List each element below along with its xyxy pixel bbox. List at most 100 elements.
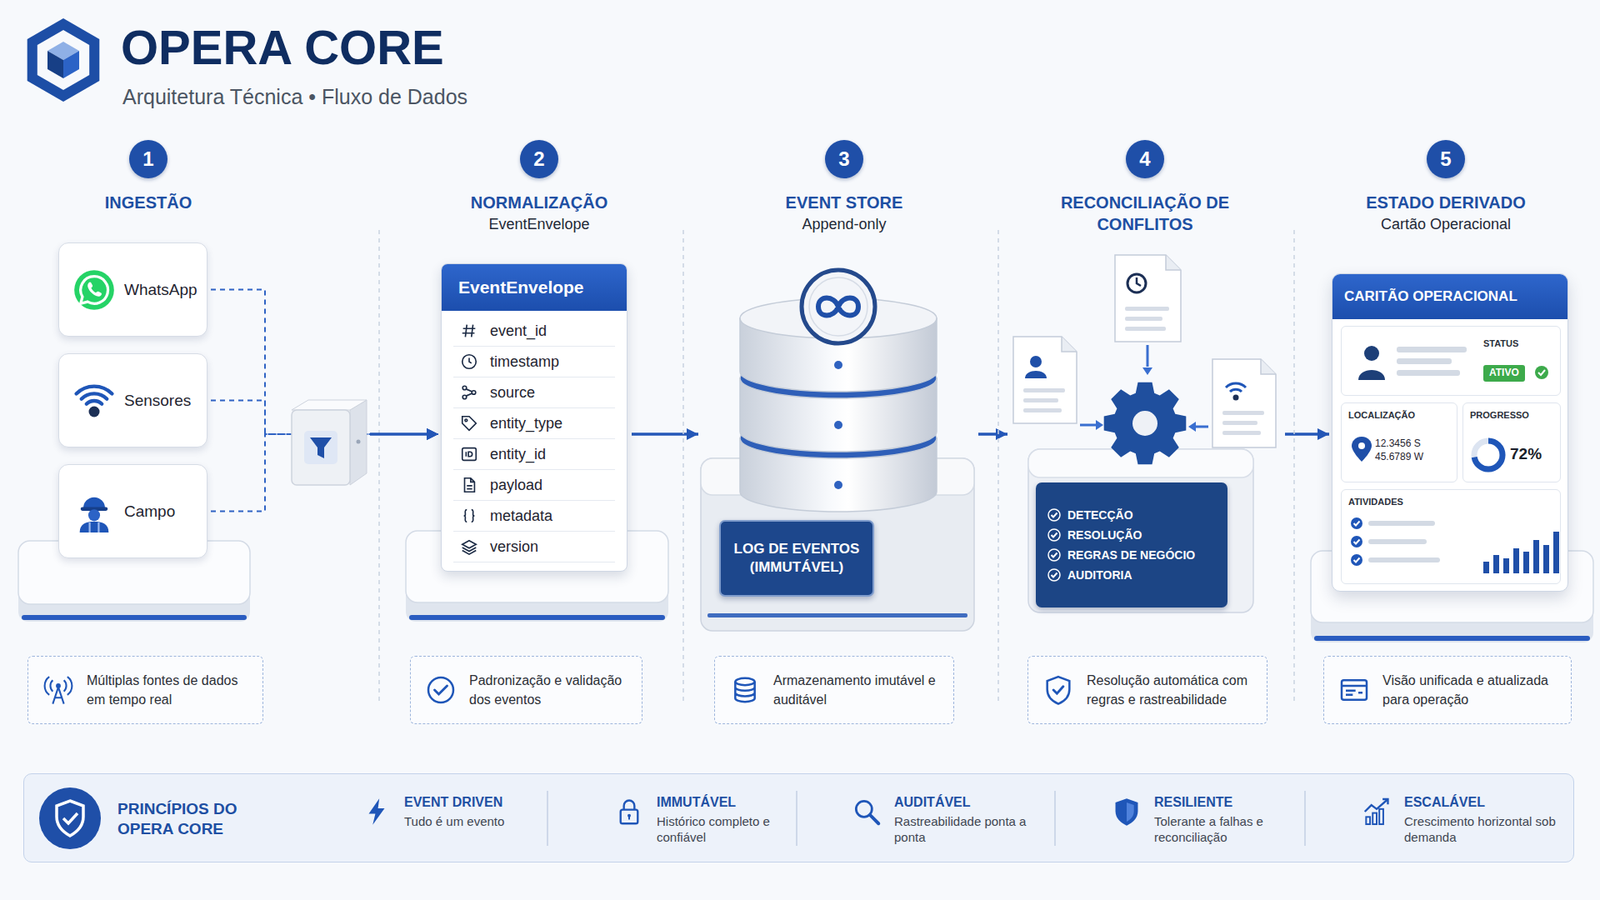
label-text: ATIVIDADES xyxy=(1348,496,1404,507)
event-envelope-card: EventEnvelopeevent_idtimestampsourceenti… xyxy=(440,263,628,572)
reconciliation-illustration xyxy=(1028,449,1254,613)
check-icon xyxy=(1048,509,1060,521)
field-icon xyxy=(462,395,467,400)
column-separators xyxy=(379,230,1295,705)
label-text: Rastreabilidade ponta a ponta xyxy=(894,813,1043,845)
description-box: Armazenamento imutável e auditável xyxy=(714,655,955,725)
band-illustration xyxy=(63,813,78,824)
check-icon xyxy=(1051,513,1058,518)
activity-illustration xyxy=(1350,517,1363,530)
check-icon xyxy=(428,677,454,703)
label-text: PRINCÍPIOS DO OPERA CORE xyxy=(117,799,285,840)
principle-item: RESILIENTETolerante a falhas e reconcili… xyxy=(1104,787,1300,852)
bolt-icon xyxy=(369,798,385,825)
band-illustration xyxy=(24,774,1575,864)
label-text: ATIVO xyxy=(1489,366,1520,379)
field-icon xyxy=(465,478,475,493)
antenna-icon xyxy=(52,687,64,705)
label-text: DETECÇÃO xyxy=(1067,508,1134,522)
reconciliation-illustration xyxy=(1142,367,1153,375)
filter-cube xyxy=(291,410,350,485)
label-text: entity_type xyxy=(490,415,563,433)
logo xyxy=(47,50,64,79)
antenna-icon xyxy=(41,673,75,707)
database-illustration xyxy=(834,480,843,490)
shield-icon xyxy=(1047,676,1070,705)
text-slot: LOCALIZAÇÃO xyxy=(1348,410,1415,420)
label-text: IMMUTÁVEL xyxy=(656,794,783,811)
growth-icon xyxy=(1382,799,1388,805)
text-slot: PRINCÍPIOS DO OPERA CORE xyxy=(117,799,285,840)
label-text: entity_id xyxy=(490,445,546,464)
label-text: 3 xyxy=(838,147,850,171)
field-icon xyxy=(460,414,479,433)
reconciliation-illustration xyxy=(1013,336,1077,424)
text-column: ESCALÁVEL Crescimento horizontal sob dema… xyxy=(1404,794,1560,845)
text-slot: ATIVIDADES xyxy=(1348,496,1404,507)
text-slot: DETECÇÃORESOLUÇÃOREGRAS DE NEGÓCIOAUDITO… xyxy=(1035,482,1228,608)
worker-icon xyxy=(88,509,100,521)
checklist-item: DETECÇÃO xyxy=(1047,508,1216,522)
card-panel: PROGRESSO72% xyxy=(1462,402,1561,483)
field-row: metadata xyxy=(453,500,615,532)
label-text: Visão unificada e atualizada para operaç… xyxy=(1382,670,1558,710)
status-illustration xyxy=(1535,365,1549,380)
field-icon xyxy=(464,510,475,523)
cardicon-icon xyxy=(1341,685,1367,695)
label-text: Padronização e validação dos eventos xyxy=(469,670,629,710)
number-badge: 2 xyxy=(520,140,559,179)
flow-arrow xyxy=(1285,432,1330,436)
label-text: Resolução automática com regras e rastre… xyxy=(1086,670,1254,710)
filter-cube xyxy=(356,440,361,445)
reconciliation-illustration xyxy=(1188,421,1196,432)
field-icon xyxy=(462,355,477,370)
db-icon xyxy=(735,678,755,685)
event-store: LOG DE EVENTOS (IMMUTÁVEL) xyxy=(700,268,975,633)
label-text: event_id xyxy=(490,322,547,340)
filter-outlet-line xyxy=(370,434,434,435)
activity-illustration xyxy=(1354,540,1360,545)
label-text: Tudo é um evento xyxy=(404,813,535,830)
platform xyxy=(409,615,665,620)
filter-cube xyxy=(310,437,332,459)
worker-icon xyxy=(83,496,105,508)
field-row: source xyxy=(453,377,615,409)
search-icon xyxy=(870,815,879,824)
reconciliation-illustration xyxy=(1212,359,1276,448)
growth-icon xyxy=(1379,809,1384,825)
growth-icon xyxy=(1360,795,1393,828)
check-icon xyxy=(1051,533,1058,538)
label-text: Crescimento horizontal sob demanda xyxy=(1404,813,1560,845)
wifi-icon xyxy=(89,405,100,417)
label-text: RECONCILIAÇÃO DE CONFLITOS xyxy=(1036,191,1254,235)
label-text: LOG DE EVENTOS (IMMUTÁVEL) xyxy=(729,540,865,577)
database-illustration xyxy=(834,420,843,430)
label-text: LOCALIZAÇÃO xyxy=(1348,410,1415,420)
shield-icon xyxy=(1053,686,1064,694)
logo xyxy=(27,18,100,102)
number-badge: 5 xyxy=(1426,140,1465,179)
cardicon-icon xyxy=(1337,673,1371,707)
database-illustration xyxy=(801,270,875,344)
card-panel: ATIVIDADES xyxy=(1340,489,1561,585)
column-separators xyxy=(997,230,1000,705)
activity-illustration xyxy=(1368,539,1427,545)
label-text: source xyxy=(490,384,535,402)
wifi-icon xyxy=(72,379,116,423)
label-text: metadata xyxy=(490,507,553,525)
band-illustration xyxy=(39,787,101,850)
activity-illustration xyxy=(1483,561,1490,574)
progress-ring xyxy=(1474,440,1503,470)
label-text: EVENT STORE xyxy=(785,191,904,214)
shield-icon xyxy=(1041,673,1075,707)
label-text: ESTADO DERIVADO xyxy=(1365,191,1526,214)
number-badge: 1 xyxy=(129,140,168,179)
reconciliation-illustration xyxy=(1260,359,1276,375)
whatsapp-icon xyxy=(87,281,102,296)
label-text: CARITÃO OPERACIONAL xyxy=(1344,288,1518,305)
label-text: ESCALÁVEL xyxy=(1404,794,1560,811)
database-illustration xyxy=(809,277,868,336)
reconciliation-illustration xyxy=(1212,359,1276,448)
reconciliation-illustration xyxy=(1030,355,1042,368)
text-slot: STATUS xyxy=(1483,338,1519,349)
